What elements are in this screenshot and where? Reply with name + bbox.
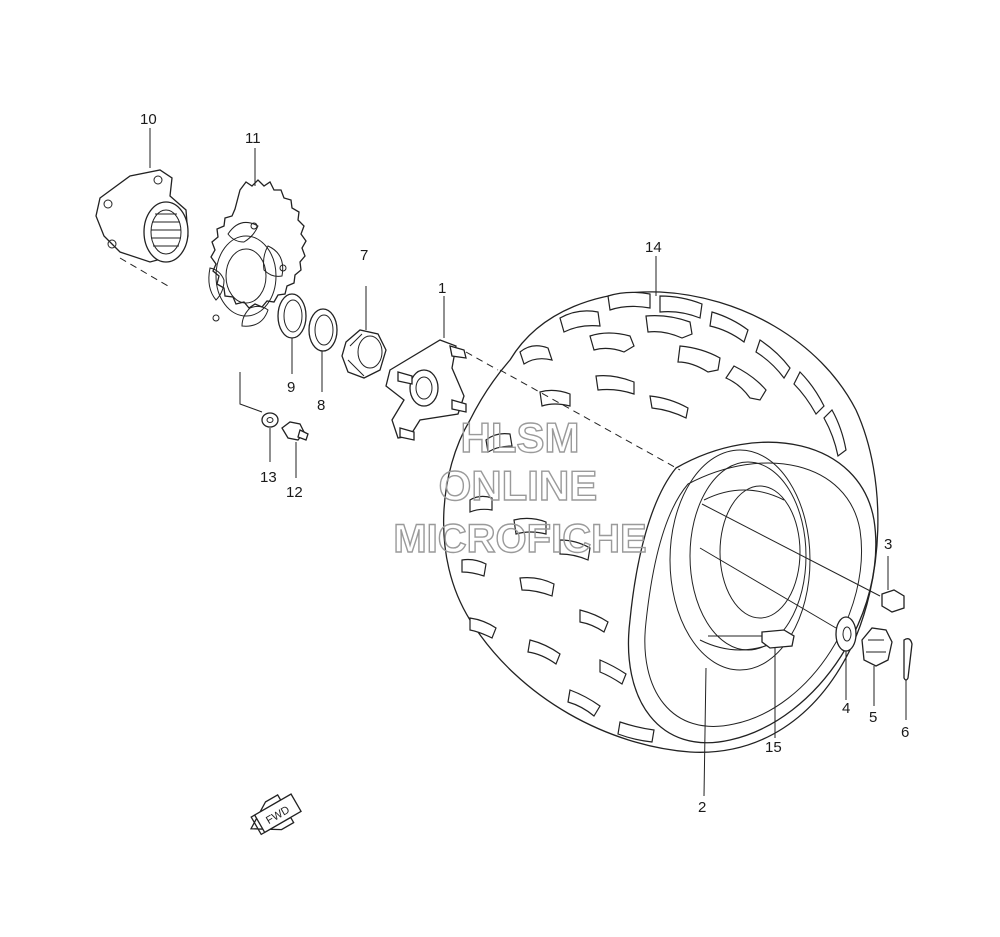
- label-part-15: 15: [765, 739, 782, 756]
- label-part-14: 14: [645, 239, 662, 256]
- label-part-4: 4: [842, 700, 850, 717]
- valve-stem: [708, 629, 795, 738]
- watermark-line-2: ONLINE: [439, 462, 598, 509]
- hub-carrier: [95, 128, 189, 287]
- washer-13: [239, 372, 279, 462]
- ring-9: [277, 293, 307, 374]
- label-part-8: 8: [317, 397, 325, 414]
- bolt-12: [281, 421, 309, 478]
- part-labels: 1 2 3 4 5 6 7 8 9 10 11 12 13 14 15: [140, 111, 909, 816]
- label-part-9: 9: [287, 379, 295, 396]
- label-part-3: 3: [884, 536, 892, 553]
- washer-4: [699, 547, 857, 700]
- label-part-10: 10: [140, 111, 157, 128]
- label-part-5: 5: [869, 709, 877, 726]
- cap-nut-3: [701, 503, 905, 613]
- label-part-2: 2: [698, 799, 706, 816]
- label-part-7: 7: [360, 247, 368, 264]
- hub-nut: [341, 286, 387, 379]
- wheel-hub: [385, 296, 499, 441]
- watermark: HLSM ONLINE MICROFICHE: [393, 413, 648, 561]
- label-part-13: 13: [260, 469, 277, 486]
- label-part-1: 1: [438, 280, 446, 297]
- castle-nut-5: [861, 627, 893, 706]
- cotter-pin-6: [903, 638, 913, 720]
- watermark-line-1: HLSM: [461, 414, 580, 461]
- watermark-line-3: MICROFICHE: [393, 517, 646, 561]
- label-part-12: 12: [286, 484, 303, 501]
- ring-8: [308, 308, 338, 392]
- label-part-11: 11: [245, 130, 261, 147]
- fwd-arrow-icon: FWD: [249, 793, 302, 836]
- label-part-6: 6: [901, 724, 909, 741]
- sprocket: [208, 148, 307, 327]
